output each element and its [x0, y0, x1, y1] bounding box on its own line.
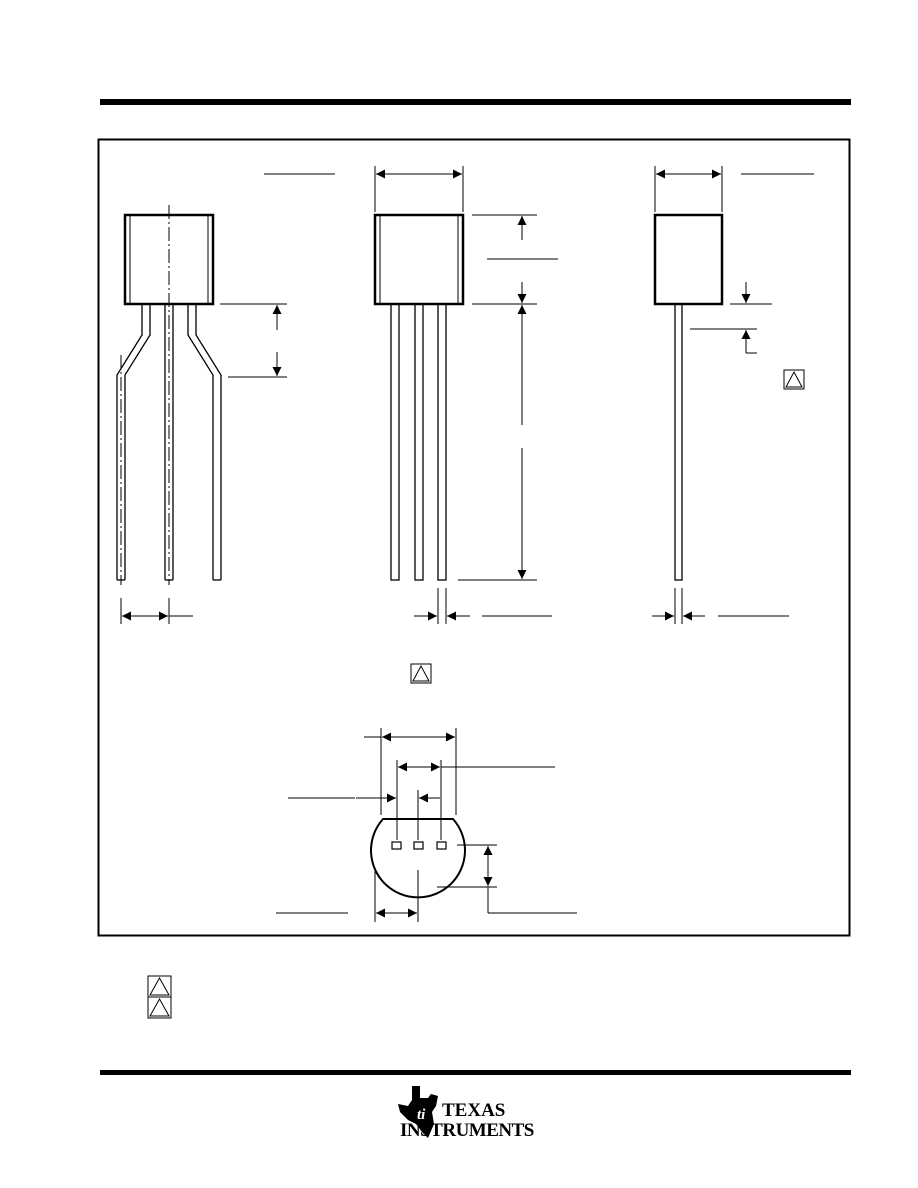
triangle-marker [783, 369, 805, 390]
ti-logo-icon: ti [398, 1086, 438, 1138]
note-triangle-1 [147, 975, 172, 998]
texas-instruments-logo: ti TEXAS INSTRUMENTS [398, 1084, 558, 1144]
header-rule [100, 99, 851, 105]
footer-rule [100, 1070, 851, 1075]
logo-instruments: INSTRUMENTS [400, 1120, 534, 1141]
right-side-view [652, 166, 814, 624]
front-view [373, 166, 558, 624]
left-side-view [116, 173, 335, 624]
drawing-frame [97, 138, 851, 937]
svg-text:ti: ti [417, 1107, 426, 1123]
note-triangle-2 [147, 996, 172, 1019]
logo-texas: TEXAS [442, 1100, 506, 1121]
triangle-marker [410, 663, 432, 684]
bottom-view [276, 728, 577, 922]
